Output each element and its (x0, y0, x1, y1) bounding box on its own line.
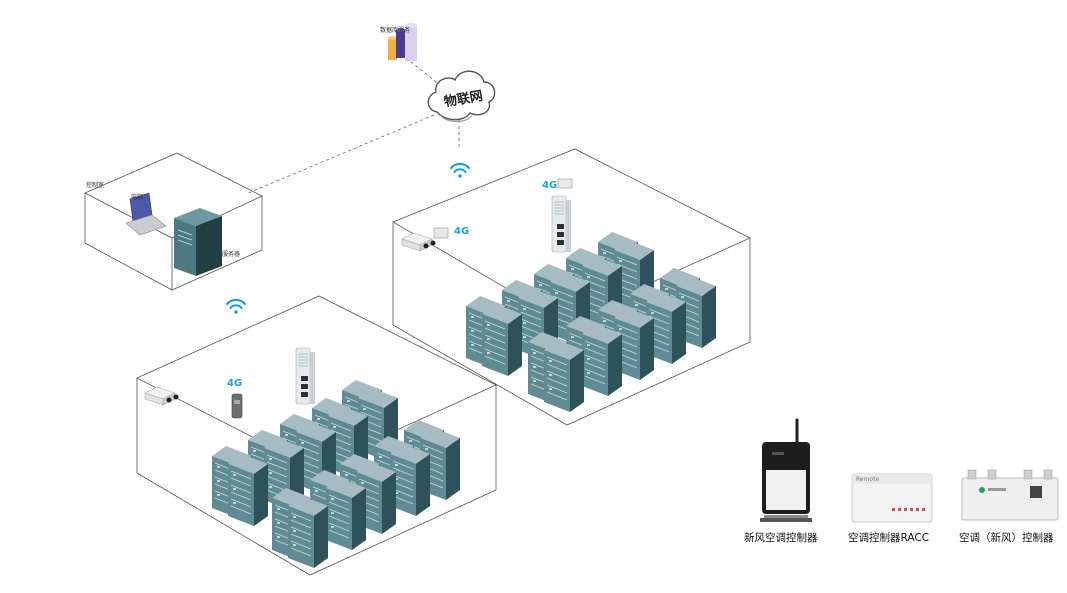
rack-cluster-left (211, 379, 461, 569)
server-icon (174, 208, 222, 276)
product-fresh-air-controller (760, 418, 812, 522)
cloud-label: 物联网 (443, 88, 484, 111)
control-room (84, 152, 263, 291)
sensor-icon (401, 232, 436, 252)
net-4g-label: 4G (227, 378, 242, 389)
control-room-label: 控制室 (86, 181, 104, 189)
sensor-icon (144, 386, 179, 406)
laptop-icon (125, 192, 167, 236)
server-label: 服务器 (222, 250, 240, 258)
connection-lines (245, 57, 460, 195)
racc-brand-label: Remote (856, 476, 879, 483)
sensor-small-icon (433, 227, 449, 239)
net-4g-label: 4G (454, 226, 469, 237)
product-racc-controller (851, 473, 933, 523)
cloud-icon (427, 70, 496, 123)
product-caption-racc: 空调控制器RACC (848, 532, 930, 544)
rack-cluster-right (465, 231, 717, 413)
wifi-icon (225, 298, 247, 315)
ac-unit-icon (551, 195, 572, 253)
database-label: 数据库服务 (380, 26, 410, 34)
ac-unit-icon (295, 347, 316, 405)
database-icon (388, 22, 417, 61)
product-caption-fresh-air-controller: 新风空调控制器 (744, 532, 818, 544)
laptop-label: 电脑 (131, 193, 143, 201)
net-4g-label: 4G (542, 180, 557, 191)
4g-terminal-icon (231, 393, 243, 419)
product-ac-controller (961, 469, 1059, 521)
product-caption-ac-controller: 空调（新风）控制器 (959, 532, 1054, 544)
sensor-small-icon (557, 178, 573, 189)
wifi-icon (449, 162, 471, 179)
